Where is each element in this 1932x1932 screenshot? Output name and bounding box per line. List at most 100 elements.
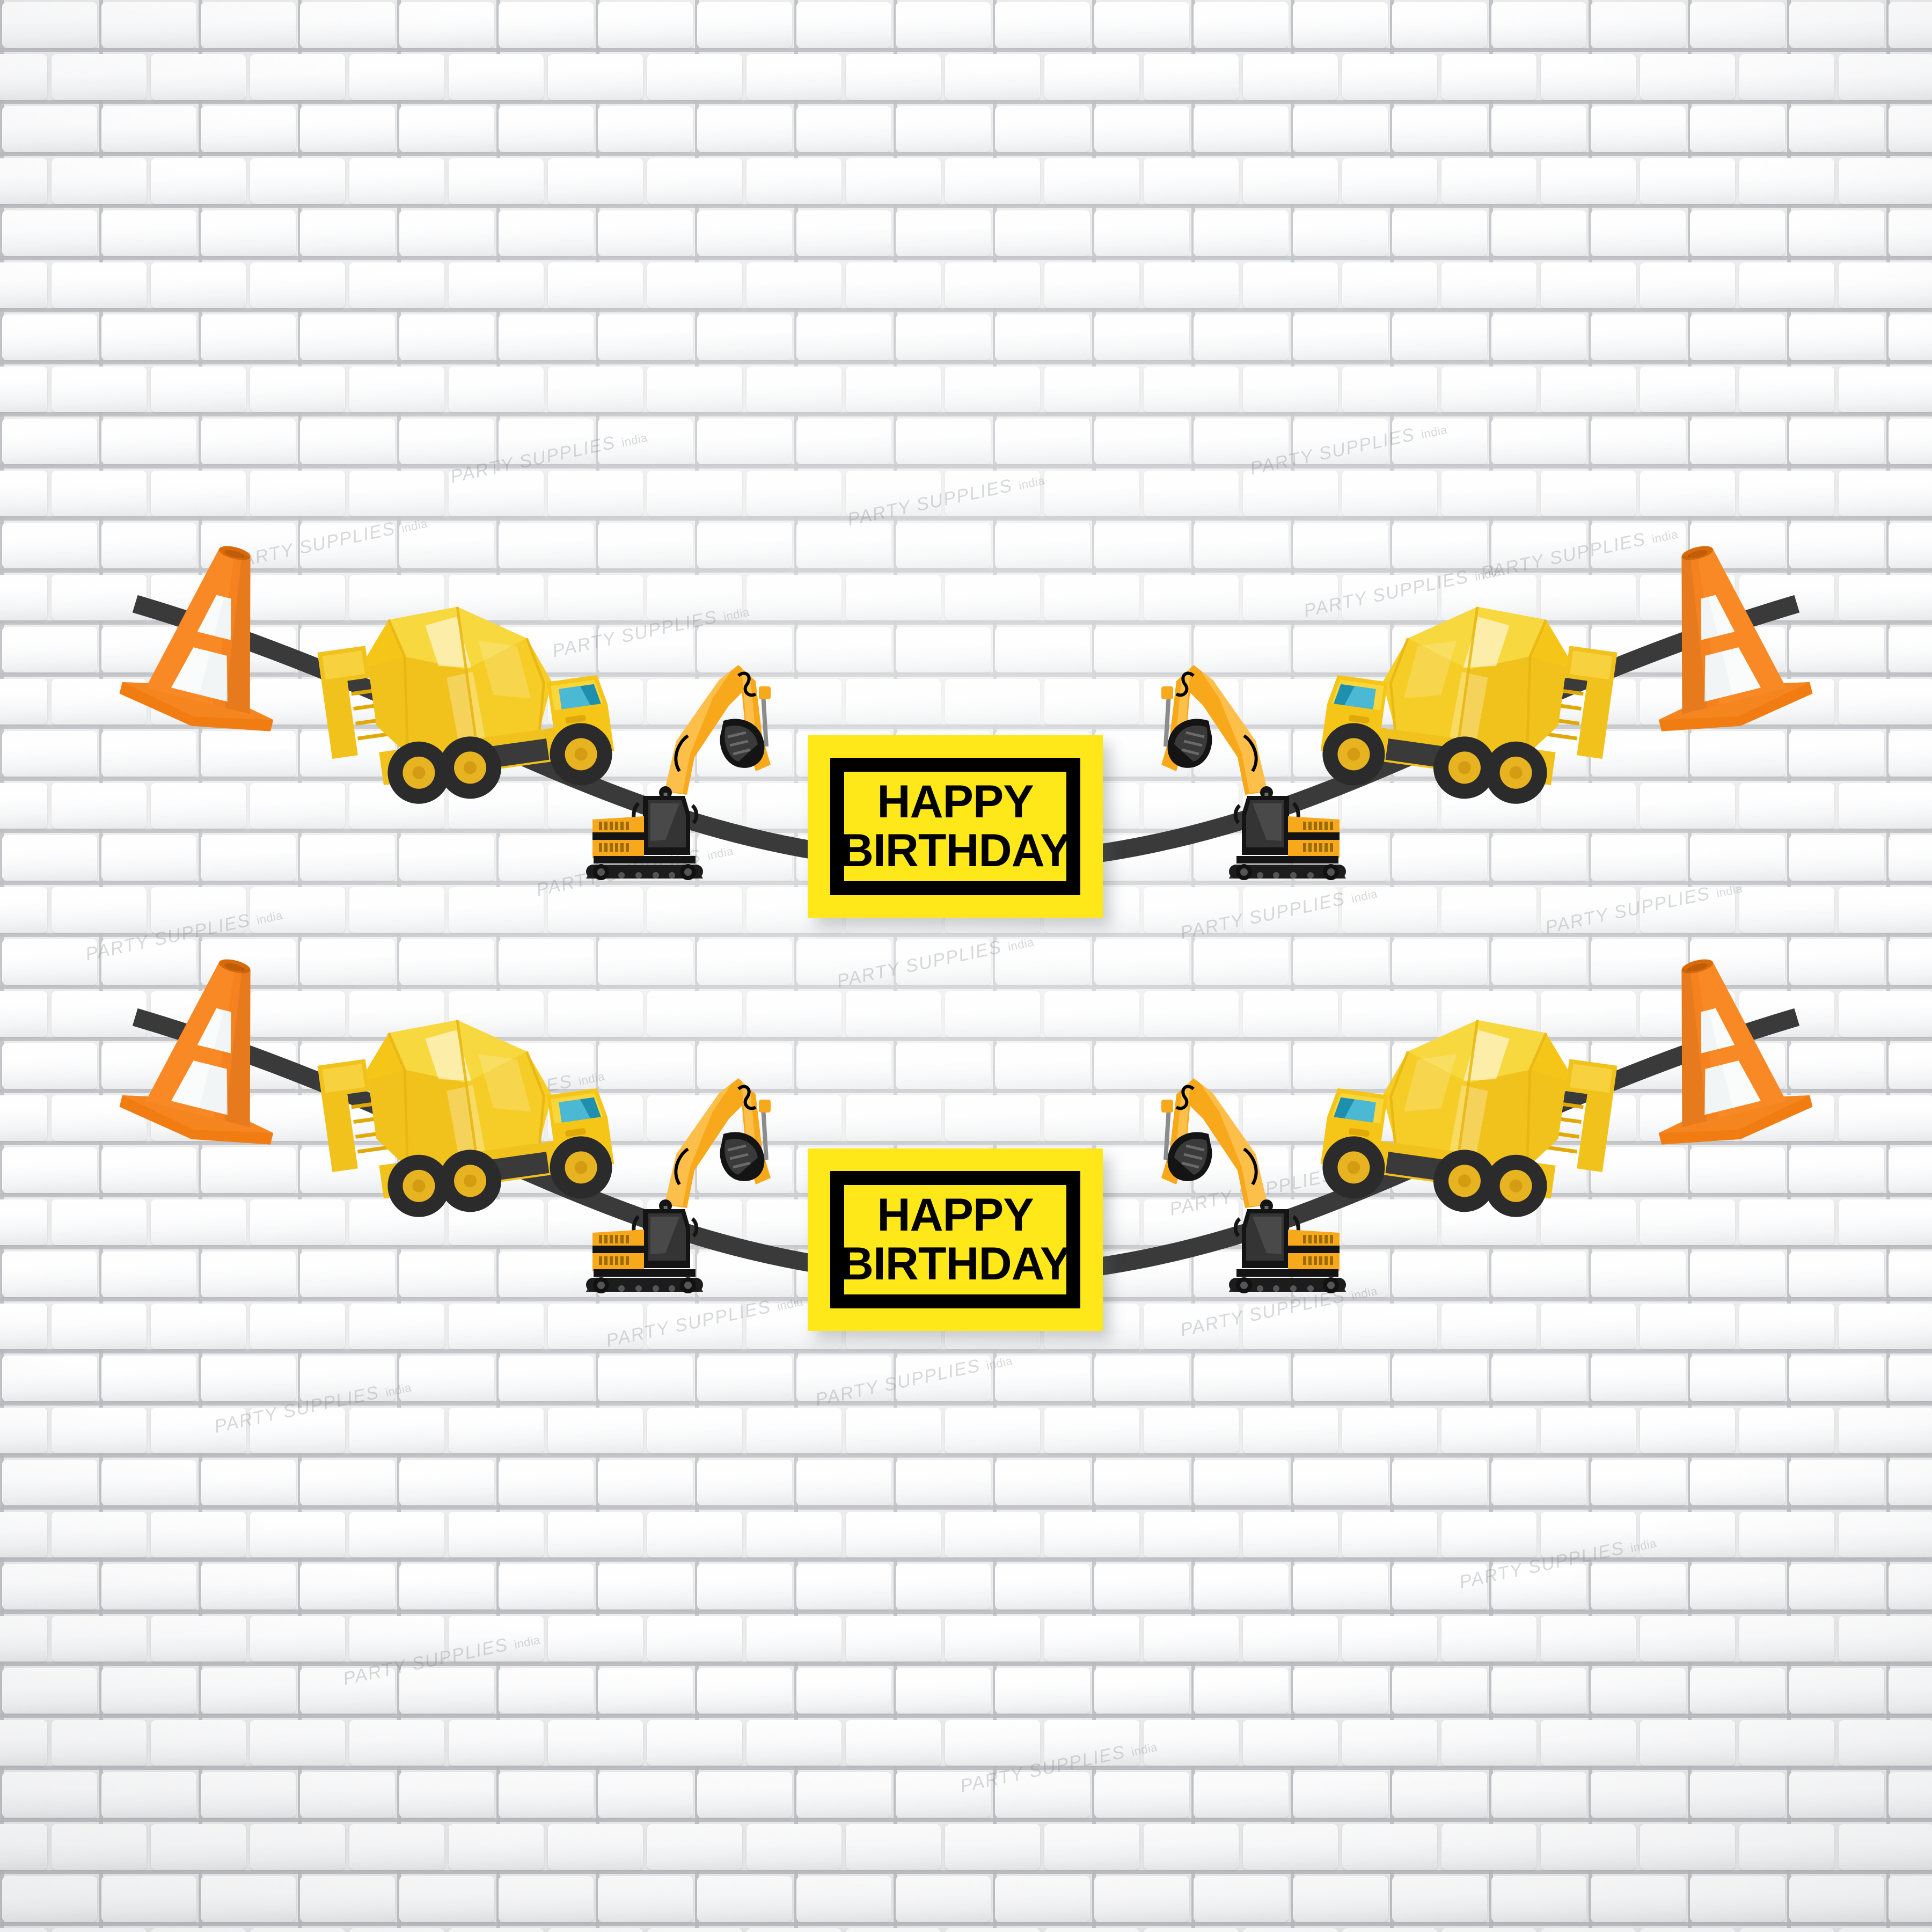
brick (548, 158, 643, 204)
brick (995, 210, 1090, 256)
brick (399, 314, 494, 360)
brick (1243, 262, 1338, 308)
brick (0, 1512, 47, 1557)
brick-row (0, 364, 1932, 416)
brick (846, 1928, 941, 1932)
brick (548, 1824, 643, 1870)
brick (1293, 2, 1388, 48)
brick (1441, 1616, 1536, 1662)
excavator-center-right (1122, 631, 1347, 883)
cement-mixer-truck-right (1320, 580, 1626, 810)
brick (1640, 1616, 1735, 1662)
brick (399, 1668, 494, 1714)
brick (201, 210, 296, 256)
brick (995, 314, 1090, 360)
brick (1690, 419, 1785, 464)
brick (747, 158, 841, 204)
brick (548, 1616, 643, 1662)
brick (598, 1876, 693, 1922)
brick-row (0, 1458, 1932, 1510)
brick (2, 106, 97, 152)
brick (0, 262, 47, 308)
sign-line-1: HAPPY (877, 775, 1034, 828)
brick (1441, 471, 1536, 516)
brick (1392, 314, 1487, 360)
brick (697, 2, 792, 48)
brick (1640, 471, 1735, 516)
brick (1739, 1928, 1834, 1932)
brick (1243, 471, 1338, 516)
brick (995, 1772, 1090, 1818)
brick (101, 210, 196, 256)
brick (101, 106, 196, 152)
brick (1889, 2, 1932, 48)
brick (647, 54, 742, 100)
brick (1640, 158, 1735, 204)
brick (101, 1564, 196, 1609)
cement-mixer-truck-right-2 (1320, 993, 1626, 1224)
brick (1789, 106, 1884, 152)
brick (1441, 1928, 1536, 1932)
sign-inner-frame-2: HAPPY BIRTHDAY (830, 1171, 1080, 1308)
brick (896, 314, 991, 360)
brick (1541, 1720, 1636, 1766)
brick (1789, 314, 1884, 360)
brick (1640, 1928, 1735, 1932)
brick (1541, 367, 1636, 412)
brick (1839, 1928, 1932, 1932)
brick (399, 106, 494, 152)
brick (1491, 1668, 1586, 1714)
brick (1144, 262, 1239, 308)
brick (846, 54, 941, 100)
brick (796, 1668, 891, 1714)
brick (945, 471, 1040, 516)
brick (250, 471, 345, 516)
brick (995, 1460, 1090, 1505)
brick (945, 1928, 1040, 1932)
sign-line-1-b: HAPPY (877, 1189, 1034, 1241)
brick (747, 471, 841, 516)
happy-birthday-sign-top: HAPPY BIRTHDAY (808, 735, 1103, 918)
sign-line-2: BIRTHDAY (840, 825, 1071, 876)
brick (151, 262, 246, 308)
brick (896, 210, 991, 256)
brick (846, 1512, 941, 1557)
cement-mixer-truck-left-2 (309, 993, 614, 1224)
brick (1541, 158, 1636, 204)
brick (151, 1720, 246, 1766)
brick-row (0, 1822, 1932, 1874)
brick (1839, 1408, 1932, 1453)
brick (499, 1876, 594, 1922)
brick (250, 1408, 345, 1453)
brick (151, 1928, 246, 1932)
brick (1789, 2, 1884, 48)
brick (846, 1824, 941, 1870)
brick (399, 419, 494, 464)
brick (1640, 1720, 1735, 1766)
brick (1194, 314, 1289, 360)
brick (747, 1512, 841, 1557)
brick (449, 262, 544, 308)
brick (1293, 419, 1388, 464)
brick (697, 106, 792, 152)
brick (1889, 1668, 1932, 1714)
brick (1342, 471, 1437, 516)
brick (1739, 262, 1834, 308)
brick (796, 210, 891, 256)
brick (1094, 419, 1189, 464)
brick (1839, 1824, 1932, 1870)
brick (1591, 210, 1686, 256)
brick (1044, 158, 1139, 204)
brick (1293, 1876, 1388, 1922)
brick (151, 54, 246, 100)
brick (52, 1720, 147, 1766)
brick (1194, 1460, 1289, 1505)
brick (1839, 1720, 1932, 1766)
brick (747, 1616, 841, 1662)
brick (449, 54, 544, 100)
brick (349, 471, 444, 516)
brick (1044, 54, 1139, 100)
brick (945, 1824, 1040, 1870)
brick (846, 367, 941, 412)
brick (548, 1408, 643, 1453)
